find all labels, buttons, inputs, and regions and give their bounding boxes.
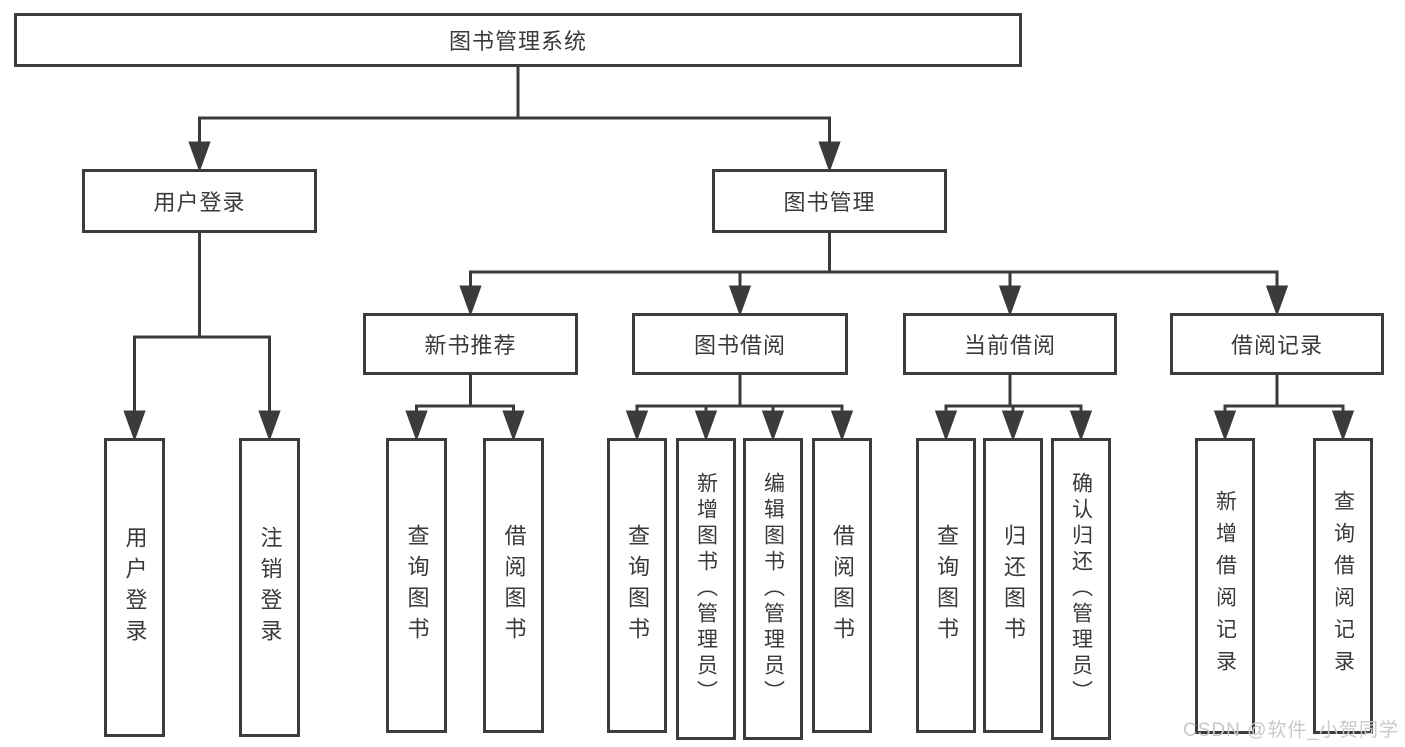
- leaf-logout-login: 注销登录: [239, 438, 300, 737]
- node-new-book-recommend: 新书推荐: [363, 313, 578, 375]
- leaf-logout-login-label: 注销登录: [257, 525, 283, 650]
- node-user-login-label: 用户登录: [153, 190, 246, 215]
- leaf-add-books-admin-label: 新增图书（管理员）: [694, 472, 718, 706]
- node-current-borrow-label: 当前借阅: [963, 333, 1056, 358]
- leaf-return-books: 归还图书: [983, 438, 1043, 733]
- leaf-confirm-return-admin: 确认归还（管理员）: [1051, 438, 1111, 740]
- node-root-label: 图书管理系统: [448, 29, 587, 54]
- node-book-management-label: 图书管理: [783, 190, 876, 215]
- node-book-management: 图书管理: [712, 169, 947, 233]
- node-new-book-recommend-label: 新书推荐: [424, 333, 517, 358]
- leaf-current-query-books: 查询图书: [916, 438, 976, 733]
- leaf-borrow-borrow-books-label: 借阅图书: [830, 523, 855, 648]
- node-book-borrow: 图书借阅: [632, 313, 848, 375]
- leaf-recommend-borrow-books: 借阅图书: [483, 438, 544, 733]
- leaf-query-borrow-record-label: 查询借阅记录: [1331, 490, 1355, 682]
- leaf-user-login-label: 用户登录: [122, 525, 148, 650]
- leaf-recommend-query-books: 查询图书: [386, 438, 447, 733]
- leaf-current-query-books-label: 查询图书: [934, 523, 959, 648]
- leaf-return-books-label: 归还图书: [1001, 523, 1026, 648]
- leaf-query-borrow-record: 查询借阅记录: [1313, 438, 1373, 734]
- leaf-add-borrow-record: 新增借阅记录: [1195, 438, 1255, 734]
- leaf-add-books-admin: 新增图书（管理员）: [676, 438, 736, 740]
- node-root: 图书管理系统: [14, 13, 1022, 67]
- leaf-add-borrow-record-label: 新增借阅记录: [1213, 490, 1237, 682]
- leaf-recommend-query-books-label: 查询图书: [404, 523, 430, 648]
- leaf-borrow-query-books: 查询图书: [607, 438, 667, 733]
- node-user-login: 用户登录: [82, 169, 317, 233]
- csdn-watermark: CSDN @软件_小贺同学: [1183, 720, 1399, 741]
- node-book-borrow-label: 图书借阅: [693, 333, 786, 358]
- node-borrow-records: 借阅记录: [1170, 313, 1384, 375]
- node-borrow-records-label: 借阅记录: [1230, 333, 1323, 358]
- leaf-edit-books-admin: 编辑图书（管理员）: [743, 438, 803, 740]
- leaf-edit-books-admin-label: 编辑图书（管理员）: [761, 472, 785, 706]
- leaf-user-login: 用户登录: [104, 438, 165, 737]
- leaf-confirm-return-admin-label: 确认归还（管理员）: [1069, 472, 1093, 706]
- node-current-borrow: 当前借阅: [903, 313, 1117, 375]
- leaf-borrow-query-books-label: 查询图书: [625, 523, 650, 648]
- leaf-borrow-borrow-books: 借阅图书: [812, 438, 872, 733]
- leaf-recommend-borrow-books-label: 借阅图书: [501, 523, 527, 648]
